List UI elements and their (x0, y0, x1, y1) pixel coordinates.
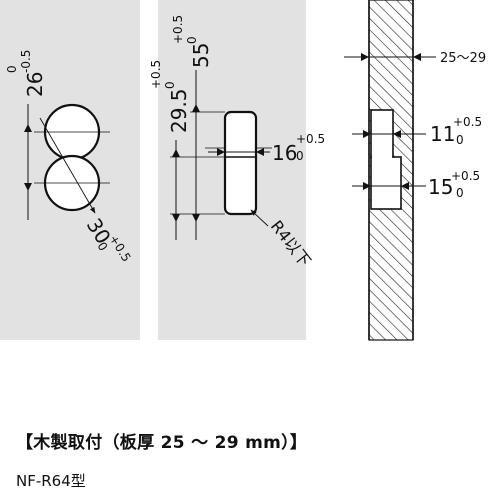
dim-hole-pitch-tol-upper: 0 (5, 65, 19, 73)
dim-offset-tol-lower: 0 (163, 81, 177, 89)
dim-hole-pitch-tol-lower: -0.5 (19, 50, 33, 73)
dim-offset-tol-upper: +0.5 (149, 60, 163, 89)
dim-hole-pitch-label: 26 0 -0.5 (5, 50, 47, 97)
dim-depth1-tol-upper: +0.5 (453, 115, 482, 129)
dim-depth2-tol-upper: +0.5 (451, 169, 480, 183)
dim-depth1-label: 11 +0.5 0 (430, 115, 482, 147)
dim-width-label: 16 +0.5 0 (272, 132, 325, 165)
pitch-arrows (24, 124, 32, 191)
dim-depth2-base: 15 (428, 175, 453, 199)
hinge-plate-outline (223, 110, 258, 216)
dim-width-tol-lower: 0 (296, 149, 304, 163)
dim-depth1-base: 11 (430, 122, 455, 146)
pocket-lower (370, 156, 402, 210)
pocket-mask (372, 155, 392, 159)
dim-hole-pitch-base: 26 (23, 72, 47, 97)
caption-model: NF-R64型 (16, 472, 86, 490)
dim-height-tol-lower: 0 (185, 36, 199, 44)
dim-depth1-arrows (363, 130, 401, 138)
dim-width-tol-upper: +0.5 (296, 132, 325, 146)
dim-width-base: 16 (272, 141, 297, 165)
dim-height-label: 55 +0.5 0 (171, 15, 213, 68)
dim-depth2-label: 15 +0.5 0 (428, 169, 480, 200)
dim-depth2-tol-lower: 0 (456, 186, 464, 200)
dim-depth1-tol-lower: 0 (456, 133, 464, 147)
dim-thickness-label: 25～29 (440, 51, 486, 66)
radius-leader (250, 209, 269, 227)
dim-offset-arrows (172, 149, 180, 222)
dim-height-base: 55 (189, 43, 213, 68)
dim-height-tol-upper: +0.5 (171, 15, 185, 44)
dim-offset-base: 29.5 (167, 88, 191, 133)
diameter-leader (39, 117, 96, 214)
dim-offset-label: 29.5 +0.5 0 (149, 60, 191, 133)
caption-title: 【木製取付（板厚 25 ～ 29 mm）】 (16, 433, 308, 453)
